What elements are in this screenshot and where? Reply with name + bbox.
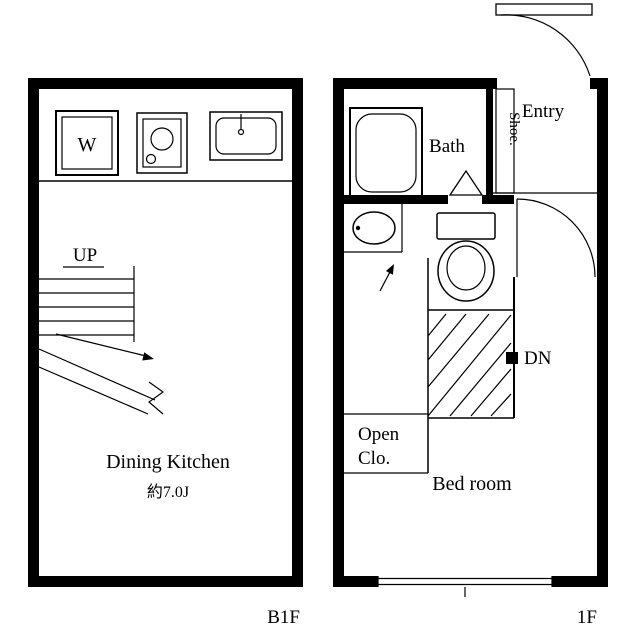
open-clo-label-line1: Open bbox=[358, 424, 400, 445]
bathtub-icon bbox=[349, 107, 423, 199]
washing-machine-icon: W bbox=[55, 110, 119, 176]
bath-label: Bath bbox=[429, 136, 465, 157]
b1f-floor-area bbox=[39, 89, 292, 576]
break-line-icon bbox=[148, 381, 165, 415]
entry-opening bbox=[497, 78, 590, 89]
washbasin-icon bbox=[344, 204, 403, 253]
open-closet: Open Clo. bbox=[344, 413, 428, 474]
up-arrow-icon bbox=[379, 264, 394, 292]
dining-kitchen-label: Dining Kitchen bbox=[106, 451, 230, 473]
bath-door-icon bbox=[448, 169, 484, 196]
open-clo-label-line2: Clo. bbox=[358, 448, 390, 469]
direction-arrow-icon bbox=[55, 333, 154, 361]
bath-bottom-wall-right bbox=[482, 195, 514, 204]
toilet-icon bbox=[436, 212, 496, 302]
dn-label: DN bbox=[524, 348, 552, 369]
f1-floor-area bbox=[344, 89, 597, 576]
f1-floor-label: 1F bbox=[577, 607, 597, 628]
washer-label: W bbox=[78, 134, 97, 156]
shoe-label: Shoe. bbox=[506, 112, 522, 146]
stove-icon bbox=[136, 112, 188, 174]
toilet-door-icon bbox=[516, 198, 596, 278]
wall-stub bbox=[506, 352, 518, 364]
bath-entry-wall bbox=[486, 89, 493, 195]
stairs-up-icon: UP bbox=[38, 245, 165, 415]
entry-door-icon bbox=[495, 3, 593, 77]
sink-icon bbox=[209, 111, 283, 161]
window-icon bbox=[377, 576, 553, 597]
room-size-label: 約7.0J bbox=[147, 483, 189, 501]
bedroom-label: Bed room bbox=[432, 473, 512, 495]
up-label: UP bbox=[73, 245, 97, 266]
b1f-floor-label: B1F bbox=[267, 607, 300, 628]
stairs-down-icon bbox=[427, 313, 514, 419]
f1-floorplan: Bath Shoe. Entry bbox=[333, 3, 608, 597]
bath-bottom-wall-left bbox=[344, 195, 448, 204]
b1f-floorplan: W UP bbox=[28, 78, 303, 587]
entry-label: Entry bbox=[522, 101, 565, 122]
